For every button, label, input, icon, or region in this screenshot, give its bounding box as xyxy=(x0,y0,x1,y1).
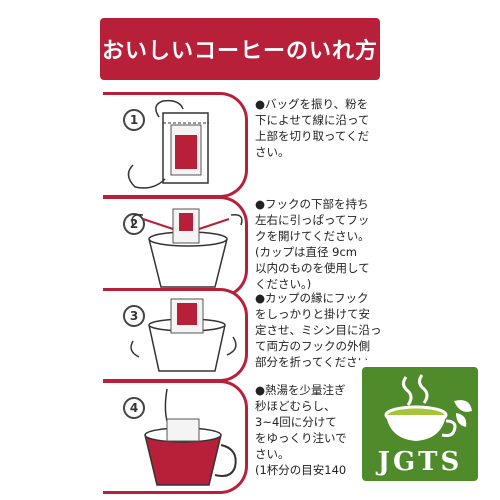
jgts-logo: JGTS xyxy=(355,360,485,488)
step-4-panel: 4 xyxy=(103,380,248,494)
step-1-text: ●バッグを振り、粉を 下によせて線に沿って 上部を切り取ってくだ さい。 xyxy=(255,97,370,159)
logo-badge: JGTS xyxy=(362,367,478,481)
step-1-number: 1 xyxy=(123,109,145,131)
step-4-number: 4 xyxy=(123,397,145,419)
step-2-number: 2 xyxy=(123,213,145,235)
tea-cup-icon xyxy=(384,374,472,441)
pour-water-illustration xyxy=(144,388,237,486)
step-3-panel: 3 xyxy=(103,288,248,382)
page-title: おいしいコーヒーのいれ方 xyxy=(101,39,378,64)
step-2-panel: 2 xyxy=(103,196,248,298)
step-1-panel: 1 xyxy=(103,92,248,198)
title-banner: おいしいコーヒーのいれ方 xyxy=(100,18,380,80)
open-hooks-illustration xyxy=(131,208,243,288)
step-4-text: ●熱湯を少量注ぎ 秒ほどむらし、 3~4回に分けて をゆっくり注いで さい。 (… xyxy=(255,383,347,477)
hang-on-cup-illustration xyxy=(130,298,237,372)
step-3-number: 3 xyxy=(123,305,145,327)
step-2-text: ●フックの下部を持ち 左右に引っぱってフッ クを開けてください。 (カップは直径… xyxy=(255,197,370,291)
tear-bag-illustration xyxy=(127,99,209,189)
logo-wordmark: JGTS xyxy=(377,447,463,477)
step-3-text: ●カップの縁にフック をしっかりと掛けて安 定させ、ミシン目に沿っ て両方のフッ… xyxy=(255,291,382,369)
